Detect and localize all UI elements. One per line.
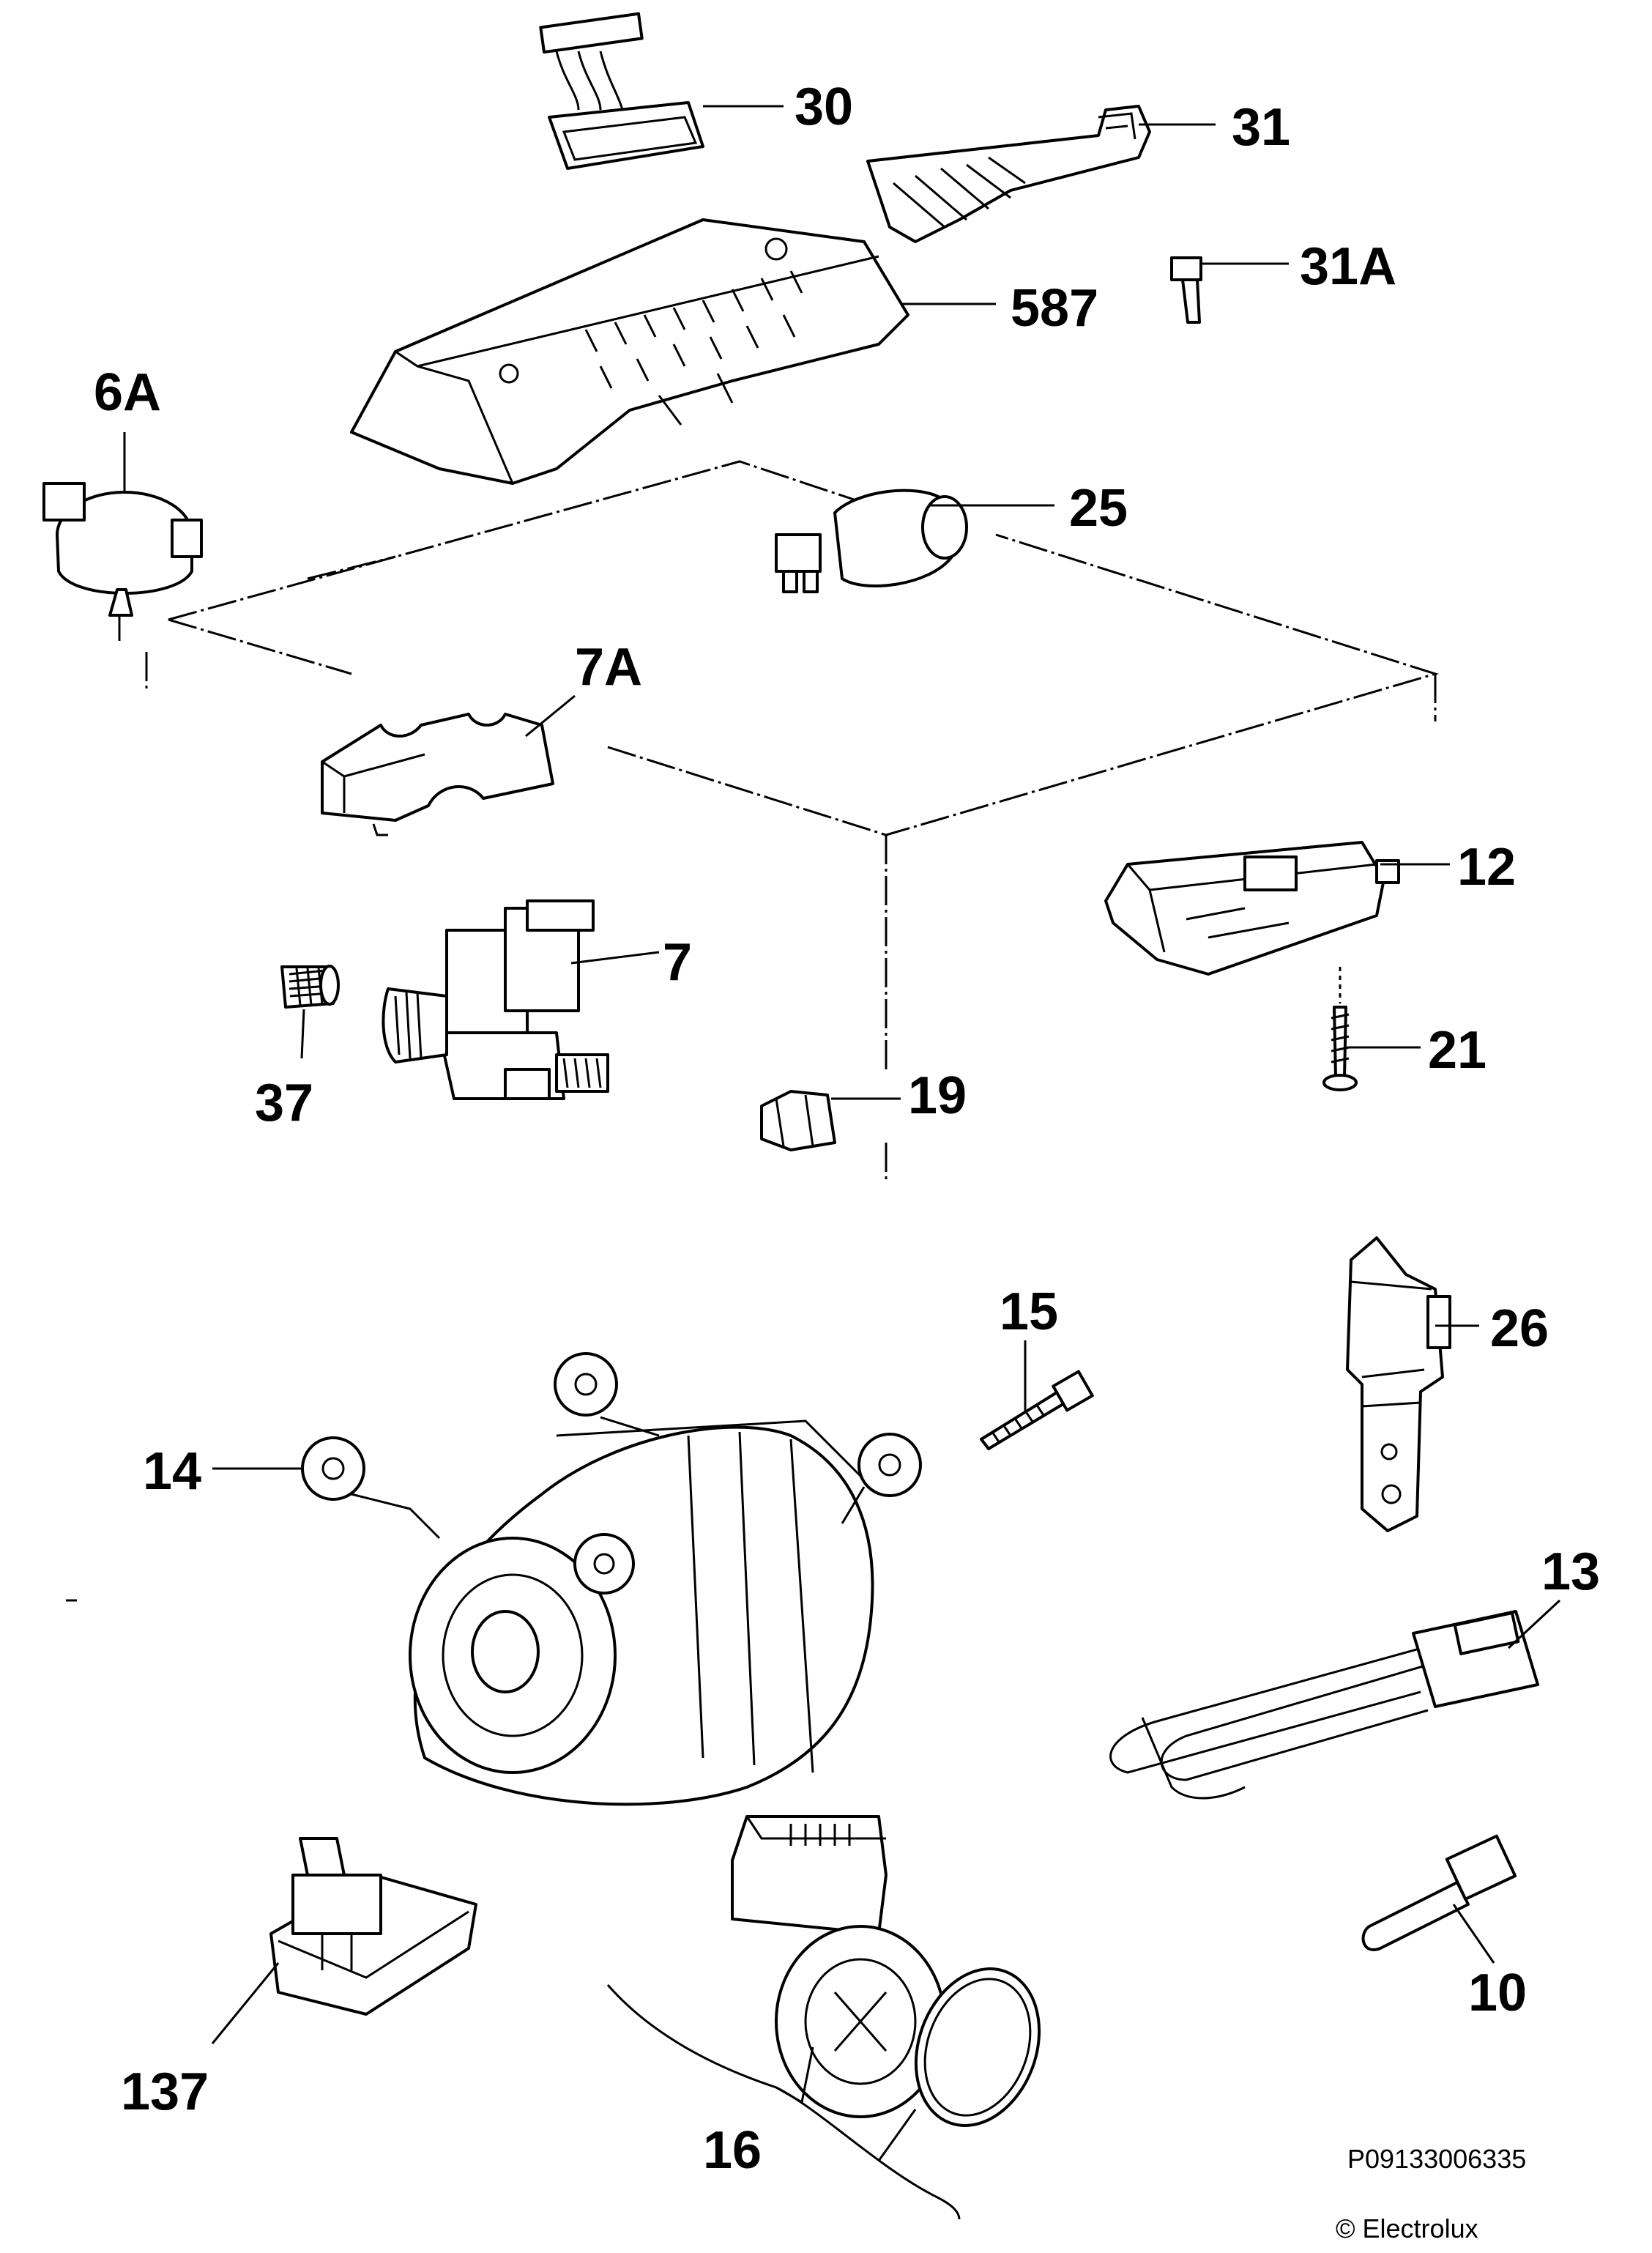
wiring-harness-icon <box>539 12 704 170</box>
clip-icon <box>760 1090 836 1151</box>
capacitor-icon <box>775 489 968 593</box>
leader-line-10 <box>1452 1904 1495 1964</box>
callout-7a: 7A <box>575 638 642 697</box>
callout-31a: 31A <box>1300 237 1396 296</box>
callout-7: 7 <box>663 933 692 992</box>
callout-21: 21 <box>1428 1021 1487 1080</box>
callout-587: 587 <box>1011 279 1098 338</box>
motor-icon <box>301 1352 922 1806</box>
callout-12: 12 <box>1457 838 1516 897</box>
bolt-icon <box>980 1370 1094 1450</box>
leader-line-37 <box>300 1009 305 1059</box>
leader-line-137 <box>211 1962 280 2044</box>
callout-10: 10 <box>1468 1964 1527 2022</box>
leader-line-13 <box>1507 1599 1561 1649</box>
callout-16: 16 <box>703 2121 762 2180</box>
callout-13: 13 <box>1541 1543 1600 1601</box>
drawing-code: P09133006335 <box>1347 2144 1526 2174</box>
control-module-icon <box>350 218 909 485</box>
leader-line-7 <box>570 951 660 965</box>
heating-element-icon <box>1109 1610 1539 1800</box>
screw-icon <box>1322 967 1358 1091</box>
callout-30: 30 <box>795 78 853 136</box>
leader-line-7a <box>525 694 576 738</box>
sensor-icon <box>1346 1236 1451 1532</box>
cabinet-outline <box>145 460 1440 1179</box>
callout-31: 31 <box>1232 98 1290 157</box>
callout-137: 137 <box>121 2063 209 2121</box>
solenoid-valve-icon <box>382 899 609 1100</box>
callout-25: 25 <box>1069 479 1128 538</box>
filter-icon <box>280 965 340 1009</box>
callout-15: 15 <box>1000 1283 1058 1341</box>
circuit-board-icon <box>866 105 1151 243</box>
connector-icon <box>1170 256 1202 324</box>
door-lock-icon <box>1104 841 1400 976</box>
callout-37: 37 <box>255 1074 313 1132</box>
callout-19: 19 <box>908 1066 967 1125</box>
callout-26: 26 <box>1490 1299 1549 1358</box>
pressure-switch-icon <box>42 482 203 641</box>
bracket-icon <box>321 713 554 836</box>
suppressor-icon <box>269 1837 477 2016</box>
copyright-notice: © Electrolux <box>1336 2213 1478 2243</box>
ntc-probe-icon <box>1361 1834 1517 1951</box>
callout-6a: 6A <box>94 363 161 422</box>
drain-pump-icon <box>606 1815 1041 2220</box>
callout-14: 14 <box>143 1442 201 1501</box>
